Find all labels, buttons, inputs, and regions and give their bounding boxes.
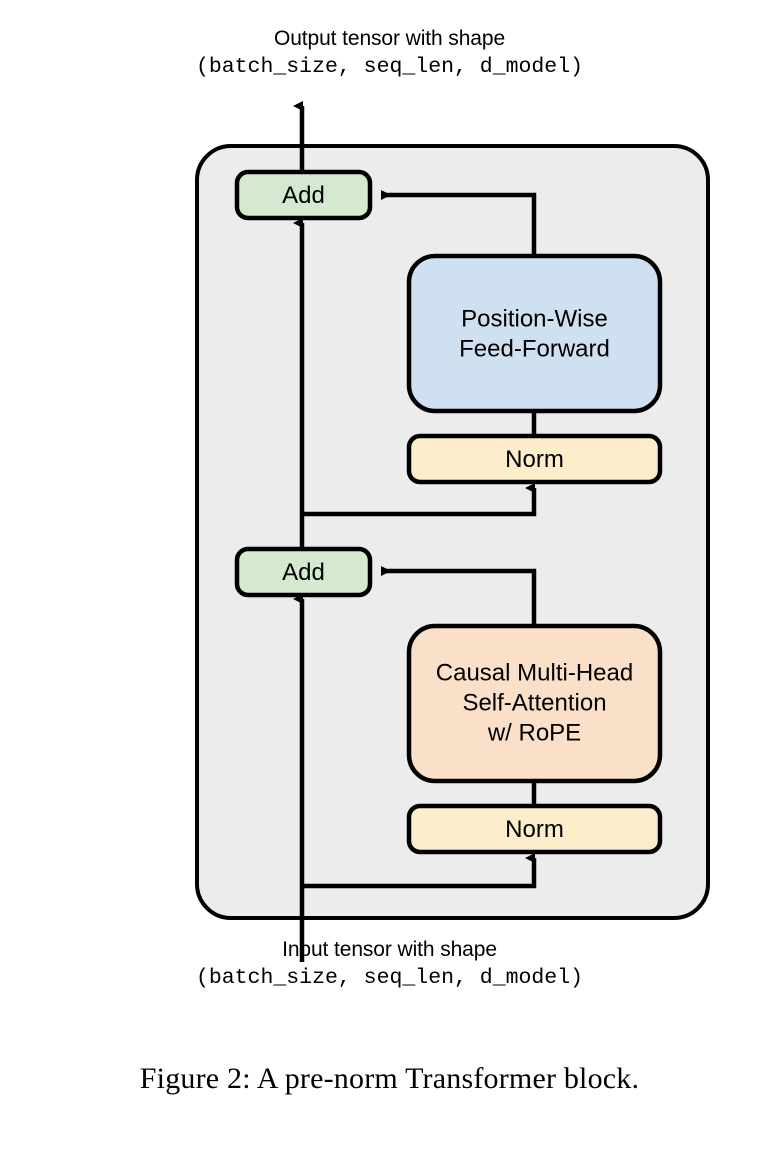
node-attention-label-line1: Causal Multi-Head [436, 659, 633, 686]
node-add-ffn-box[interactable] [234, 169, 373, 221]
input-tensor-label: Input tensor with shape (batch_size, seq… [0, 937, 779, 991]
node-feed-forward[interactable]: Position-Wise Feed-Forward [406, 253, 663, 414]
figure-caption: Figure 2: A pre-norm Transformer block. [139, 1062, 640, 1095]
node-add-attn[interactable]: Add [234, 546, 373, 598]
node-feed-forward-label-line1: Position-Wise [461, 305, 608, 332]
node-attention-label-line3: w/ RoPE [487, 719, 581, 746]
output-tensor-label: Output tensor with shape (batch_size, se… [0, 26, 779, 80]
node-feed-forward-box[interactable] [406, 253, 663, 414]
node-norm-ffn[interactable]: Norm [406, 433, 663, 485]
output-label-title: Output tensor with shape [273, 27, 506, 50]
node-norm-ffn-box[interactable] [406, 433, 663, 485]
output-label-shape: (batch_size, seq_len, d_model) [195, 54, 584, 79]
node-add-attn-label: Add [282, 559, 325, 586]
node-norm-ffn-label: Norm [505, 446, 564, 473]
node-norm-attn[interactable]: Norm [406, 803, 663, 855]
node-add-ffn-label: Add [282, 182, 325, 209]
node-add-ffn[interactable]: Add [234, 169, 373, 221]
node-attention-label-line2: Self-Attention [462, 689, 606, 716]
edge-branch-to-norm-ffn [302, 482, 537, 517]
input-label-title: Input tensor with shape [282, 938, 497, 961]
edge-branch-to-norm-attn [302, 852, 537, 889]
edge-ffn-to-add-ffn [381, 189, 537, 255]
node-attention[interactable]: Causal Multi-Head Self-Attention w/ RoPE [406, 623, 663, 784]
node-attention-box[interactable] [406, 623, 663, 784]
input-label-shape: (batch_size, seq_len, d_model) [195, 965, 584, 990]
node-add-attn-box[interactable] [234, 546, 373, 598]
node-norm-attn-label: Norm [505, 816, 564, 843]
node-norm-attn-box[interactable] [406, 803, 663, 855]
node-feed-forward-label-line2: Feed-Forward [459, 335, 610, 362]
edge-attn-to-add-attn [381, 565, 537, 625]
